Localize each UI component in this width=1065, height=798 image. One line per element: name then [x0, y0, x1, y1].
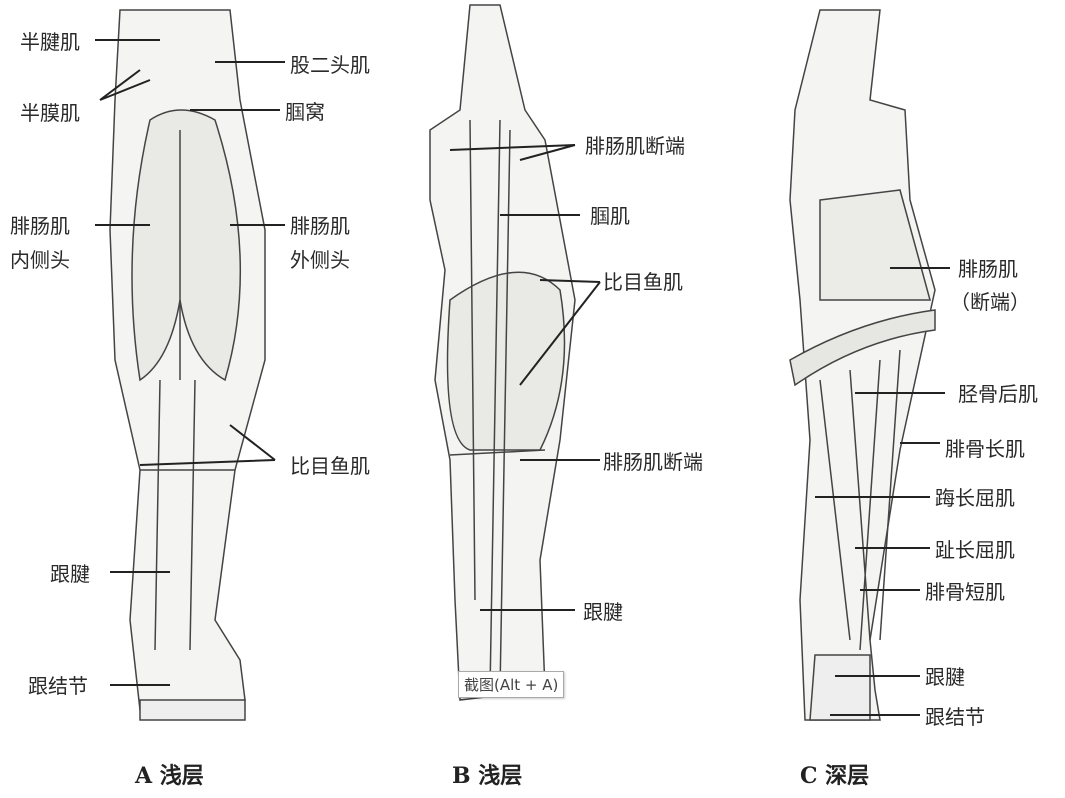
leader-lines — [95, 39, 950, 716]
label-soleus-a: 比目鱼肌 — [290, 454, 370, 478]
label-flexor-hallucis-longus: 踇长屈肌 — [935, 486, 1015, 510]
label-gastrocnemius-lateral-head: 外侧头 — [290, 248, 350, 272]
label-peroneus-brevis: 腓骨短肌 — [925, 580, 1005, 604]
label-calcaneal-tuber-a: 跟结节 — [28, 674, 88, 698]
label-tibialis-posterior: 胫骨后肌 — [958, 382, 1038, 406]
leg-b-drawing — [429, 4, 576, 701]
label-cut-end-c: （断端） — [950, 290, 1030, 314]
label-calcaneal-tuber-c: 跟结节 — [925, 705, 985, 729]
caption-a: A 浅层 — [135, 763, 204, 789]
label-semimembranosus: 半膜肌 — [20, 101, 80, 125]
label-achilles-b: 跟腱 — [583, 600, 623, 624]
screenshot-tooltip: 截图(Alt + A) — [458, 671, 565, 698]
label-semitendinosus: 半腱肌 — [20, 30, 80, 54]
label-gastrocnemius-medial: 腓肠肌 — [10, 214, 70, 238]
label-gastrocnemius-cut-top: 腓肠肌断端 — [585, 134, 685, 158]
label-popliteus: 腘肌 — [590, 204, 630, 228]
label-achilles-a: 跟腱 — [50, 562, 90, 586]
label-gastrocnemius-cut-bottom: 腓肠肌断端 — [603, 450, 703, 474]
label-popliteal-fossa: 腘窝 — [285, 100, 325, 124]
label-soleus-b: 比目鱼肌 — [603, 270, 683, 294]
caption-b: B 浅层 — [452, 763, 523, 789]
label-gastrocnemius-lateral: 腓肠肌 — [290, 214, 350, 238]
leg-a-drawing — [109, 9, 266, 721]
label-peroneus-longus: 腓骨长肌 — [945, 437, 1025, 461]
label-biceps-femoris: 股二头肌 — [290, 53, 370, 77]
label-flexor-digitorum-longus: 趾长屈肌 — [935, 538, 1015, 562]
caption-c: C 深层 — [800, 763, 870, 789]
label-gastrocnemius-cut-c: 腓肠肌 — [958, 257, 1018, 281]
leg-c-drawing — [789, 9, 936, 721]
label-gastrocnemius-medial-head: 内侧头 — [10, 248, 70, 272]
label-achilles-c: 跟腱 — [925, 665, 965, 689]
